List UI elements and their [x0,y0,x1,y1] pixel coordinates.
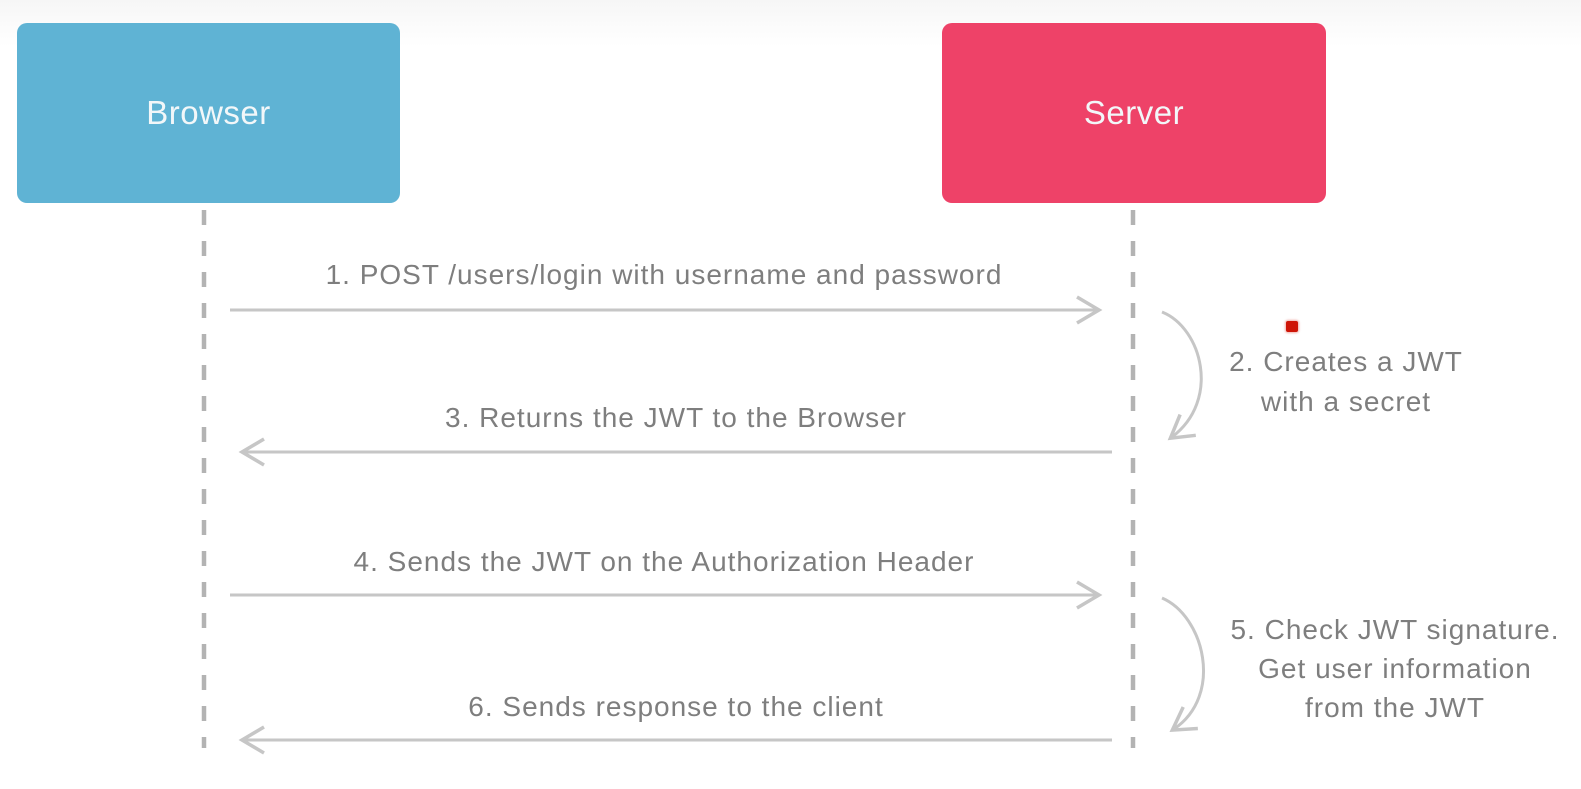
self-loop-arrow-5 [1161,596,1205,733]
message-1-label: 1. POST /users/login with username and p… [325,259,1003,290]
message-4-label: 4. Sends the JWT on the Authorization He… [353,546,975,577]
actor-browser-label: Browser [146,94,271,131]
message-5-line-2: Get user information [1258,653,1532,684]
message-6-label: 6. Sends response to the client [468,691,884,722]
red-dot-marker [1286,321,1298,332]
message-2-label: 2. Creates a JWT with a secret [1215,342,1477,422]
message-5-label: 5. Check JWT signature. Get user informa… [1222,610,1568,727]
message-5-line-3: from the JWT [1304,692,1485,723]
message-3-label: 3. Returns the JWT to the Browser [445,402,907,433]
actor-box-server: Server [942,23,1326,203]
message-5-line-1: 5. Check JWT signature. [1230,614,1560,645]
message-2-line-1: 2. Creates a JWT [1229,346,1463,377]
message-2-line-2: with a secret [1260,386,1432,417]
self-loop-arrow-2 [1161,310,1203,441]
actor-box-browser: Browser [17,23,400,203]
actor-server-label: Server [1083,94,1185,131]
